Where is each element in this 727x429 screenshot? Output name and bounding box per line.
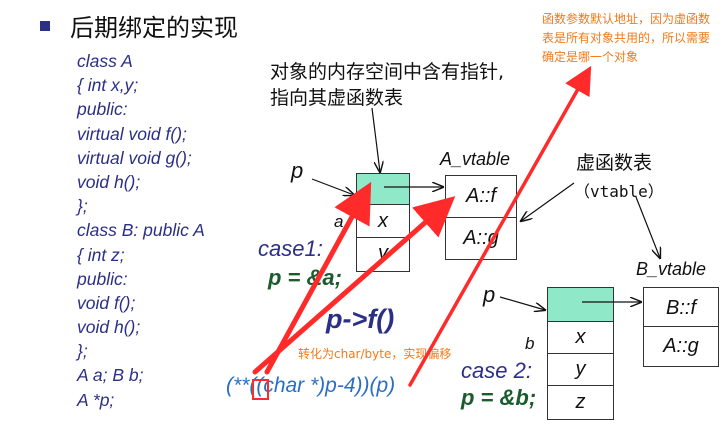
object-b-field: z: [575, 391, 586, 413]
red-arrow-to-a-vtable-entry: [252, 196, 456, 375]
code-line: public:: [77, 99, 128, 120]
vptr-annotation: 对象的内存空间中含有指针, 指向其虚函数表: [270, 59, 504, 111]
a-vtable: A::f A::g: [445, 175, 517, 260]
code-line: class B: public A: [77, 220, 205, 241]
object-b-field: x: [548, 322, 613, 354]
red-arrow-to-note: [408, 65, 592, 387]
object-a-field: x: [357, 205, 409, 238]
pointer-p-label: p: [291, 158, 304, 183]
vtable-label-en: （vtable）: [574, 182, 664, 201]
red-arrow-to-vptr: [264, 181, 372, 375]
b-vtable-label: B_vtable: [636, 259, 707, 279]
arrow-vtable-label-to-a-vtable: [521, 182, 575, 221]
code-line: };: [77, 341, 88, 362]
b-vtable: B::f A::g: [643, 287, 719, 367]
b-vtable-entry: A::g: [663, 335, 699, 357]
code-line: class A: [77, 51, 133, 71]
code-line: };: [77, 196, 88, 217]
code-line: public:: [77, 268, 128, 289]
pointer-p-label: p: [483, 282, 496, 307]
code-line: virtual void g();: [77, 147, 192, 168]
code-line: void h();: [77, 171, 141, 192]
object-a-field: y: [378, 242, 388, 264]
highlight-cast-box: [252, 379, 269, 400]
code-listing: class A { int x,y; public: virtual void …: [77, 49, 205, 412]
case2-label: case 2:: [461, 358, 532, 383]
note-bottom: 转化为char/byte，实现偏移: [298, 347, 452, 361]
a-vtable-entry: A::f: [446, 176, 516, 218]
code-line: A a; B b;: [77, 365, 144, 386]
arrow-p-to-object-b: [499, 296, 545, 310]
arrow-annotation-to-vptr: [371, 107, 380, 172]
b-vtable-entry: B::f: [644, 288, 718, 327]
case1-label: case1:: [258, 236, 323, 261]
arrow-vtable-label-to-b-vtable: [635, 196, 660, 258]
vptr-annotation-line2: 指向其虚函数表: [270, 87, 404, 109]
a-vtable-label: A_vtable: [440, 149, 511, 169]
virtual-call: p->f(): [326, 304, 395, 334]
code-line: A *p;: [77, 389, 115, 410]
object-b-label: b: [525, 334, 535, 353]
case2-assignment: p = &b;: [461, 385, 537, 410]
object-b-vptr: [548, 288, 613, 322]
code-line: void h();: [77, 317, 141, 338]
case1-assignment: p = &a;: [268, 265, 342, 290]
note-top: 函数参数默认地址，因为虚函数表是所有对象共用的，所以需要确定是哪一个对象: [542, 12, 711, 64]
object-b: x y z: [547, 287, 614, 420]
code-line: void f();: [77, 292, 136, 313]
page-title: 后期绑定的实现: [70, 14, 238, 42]
arrow-p-to-object-a: [311, 178, 354, 195]
vptr-annotation-line1: 对象的内存空间中含有指针,: [270, 61, 505, 83]
code-line: { int x,y;: [77, 75, 139, 96]
vtable-label-cn: 虚函数表: [576, 152, 653, 174]
code-line: virtual void f();: [77, 123, 187, 144]
object-b-field: y: [548, 354, 613, 386]
title-bullet: [40, 21, 50, 31]
code-line: { int z;: [77, 244, 125, 265]
